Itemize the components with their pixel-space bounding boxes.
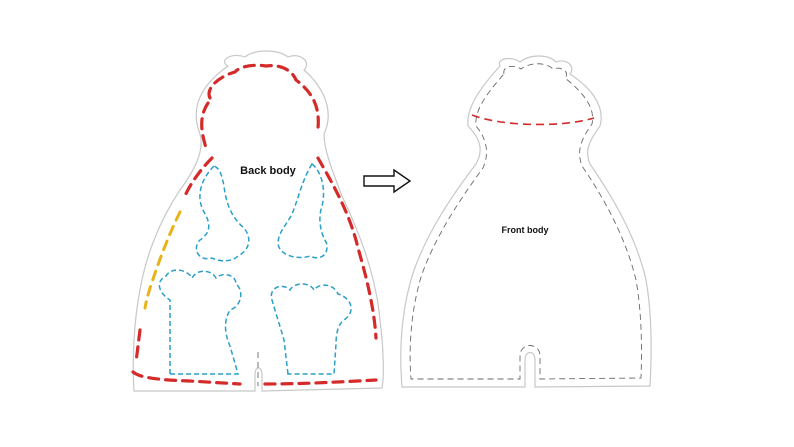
front-body-stitch bbox=[409, 63, 642, 380]
back-body-label: Back body bbox=[240, 165, 297, 177]
front-body-outline bbox=[400, 55, 652, 388]
red-seam-right-side bbox=[316, 156, 378, 340]
front-body-label: Front body bbox=[502, 225, 549, 235]
red-seam-bottom bbox=[131, 370, 378, 386]
red-seam-left-upper bbox=[200, 101, 210, 150]
back-body-piece: Back body bbox=[131, 50, 384, 392]
front-body-piece: Front body bbox=[400, 55, 652, 388]
front-red-seam-neck bbox=[471, 114, 595, 126]
applique-leg-right bbox=[270, 283, 352, 375]
applique-leg-left bbox=[158, 269, 242, 375]
back-body-outline bbox=[132, 50, 384, 392]
yellow-seam-left bbox=[143, 210, 182, 310]
applique-arm-left bbox=[195, 165, 250, 262]
right-arrow-icon bbox=[363, 168, 412, 194]
red-seam-top bbox=[207, 63, 320, 130]
red-seam-left-lower bbox=[134, 328, 142, 364]
red-seam-left-shoulder bbox=[182, 156, 214, 200]
